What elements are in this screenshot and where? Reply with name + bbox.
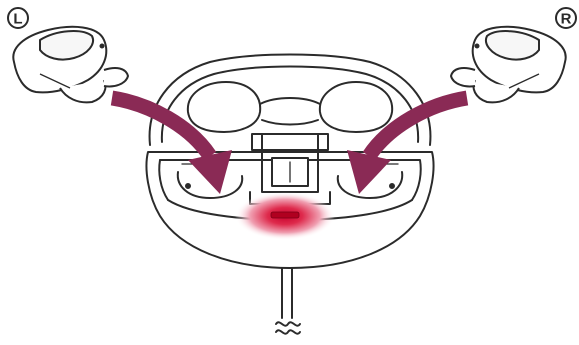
right-earbud-icon [451,27,566,103]
left-label-badge: L [8,8,28,28]
left-earbud-icon [13,27,128,103]
right-label-badge: R [556,8,576,28]
right-label: R [561,11,572,28]
left-label: L [13,11,22,28]
indicator-led-icon [235,192,335,240]
usb-cable-icon [276,268,300,334]
